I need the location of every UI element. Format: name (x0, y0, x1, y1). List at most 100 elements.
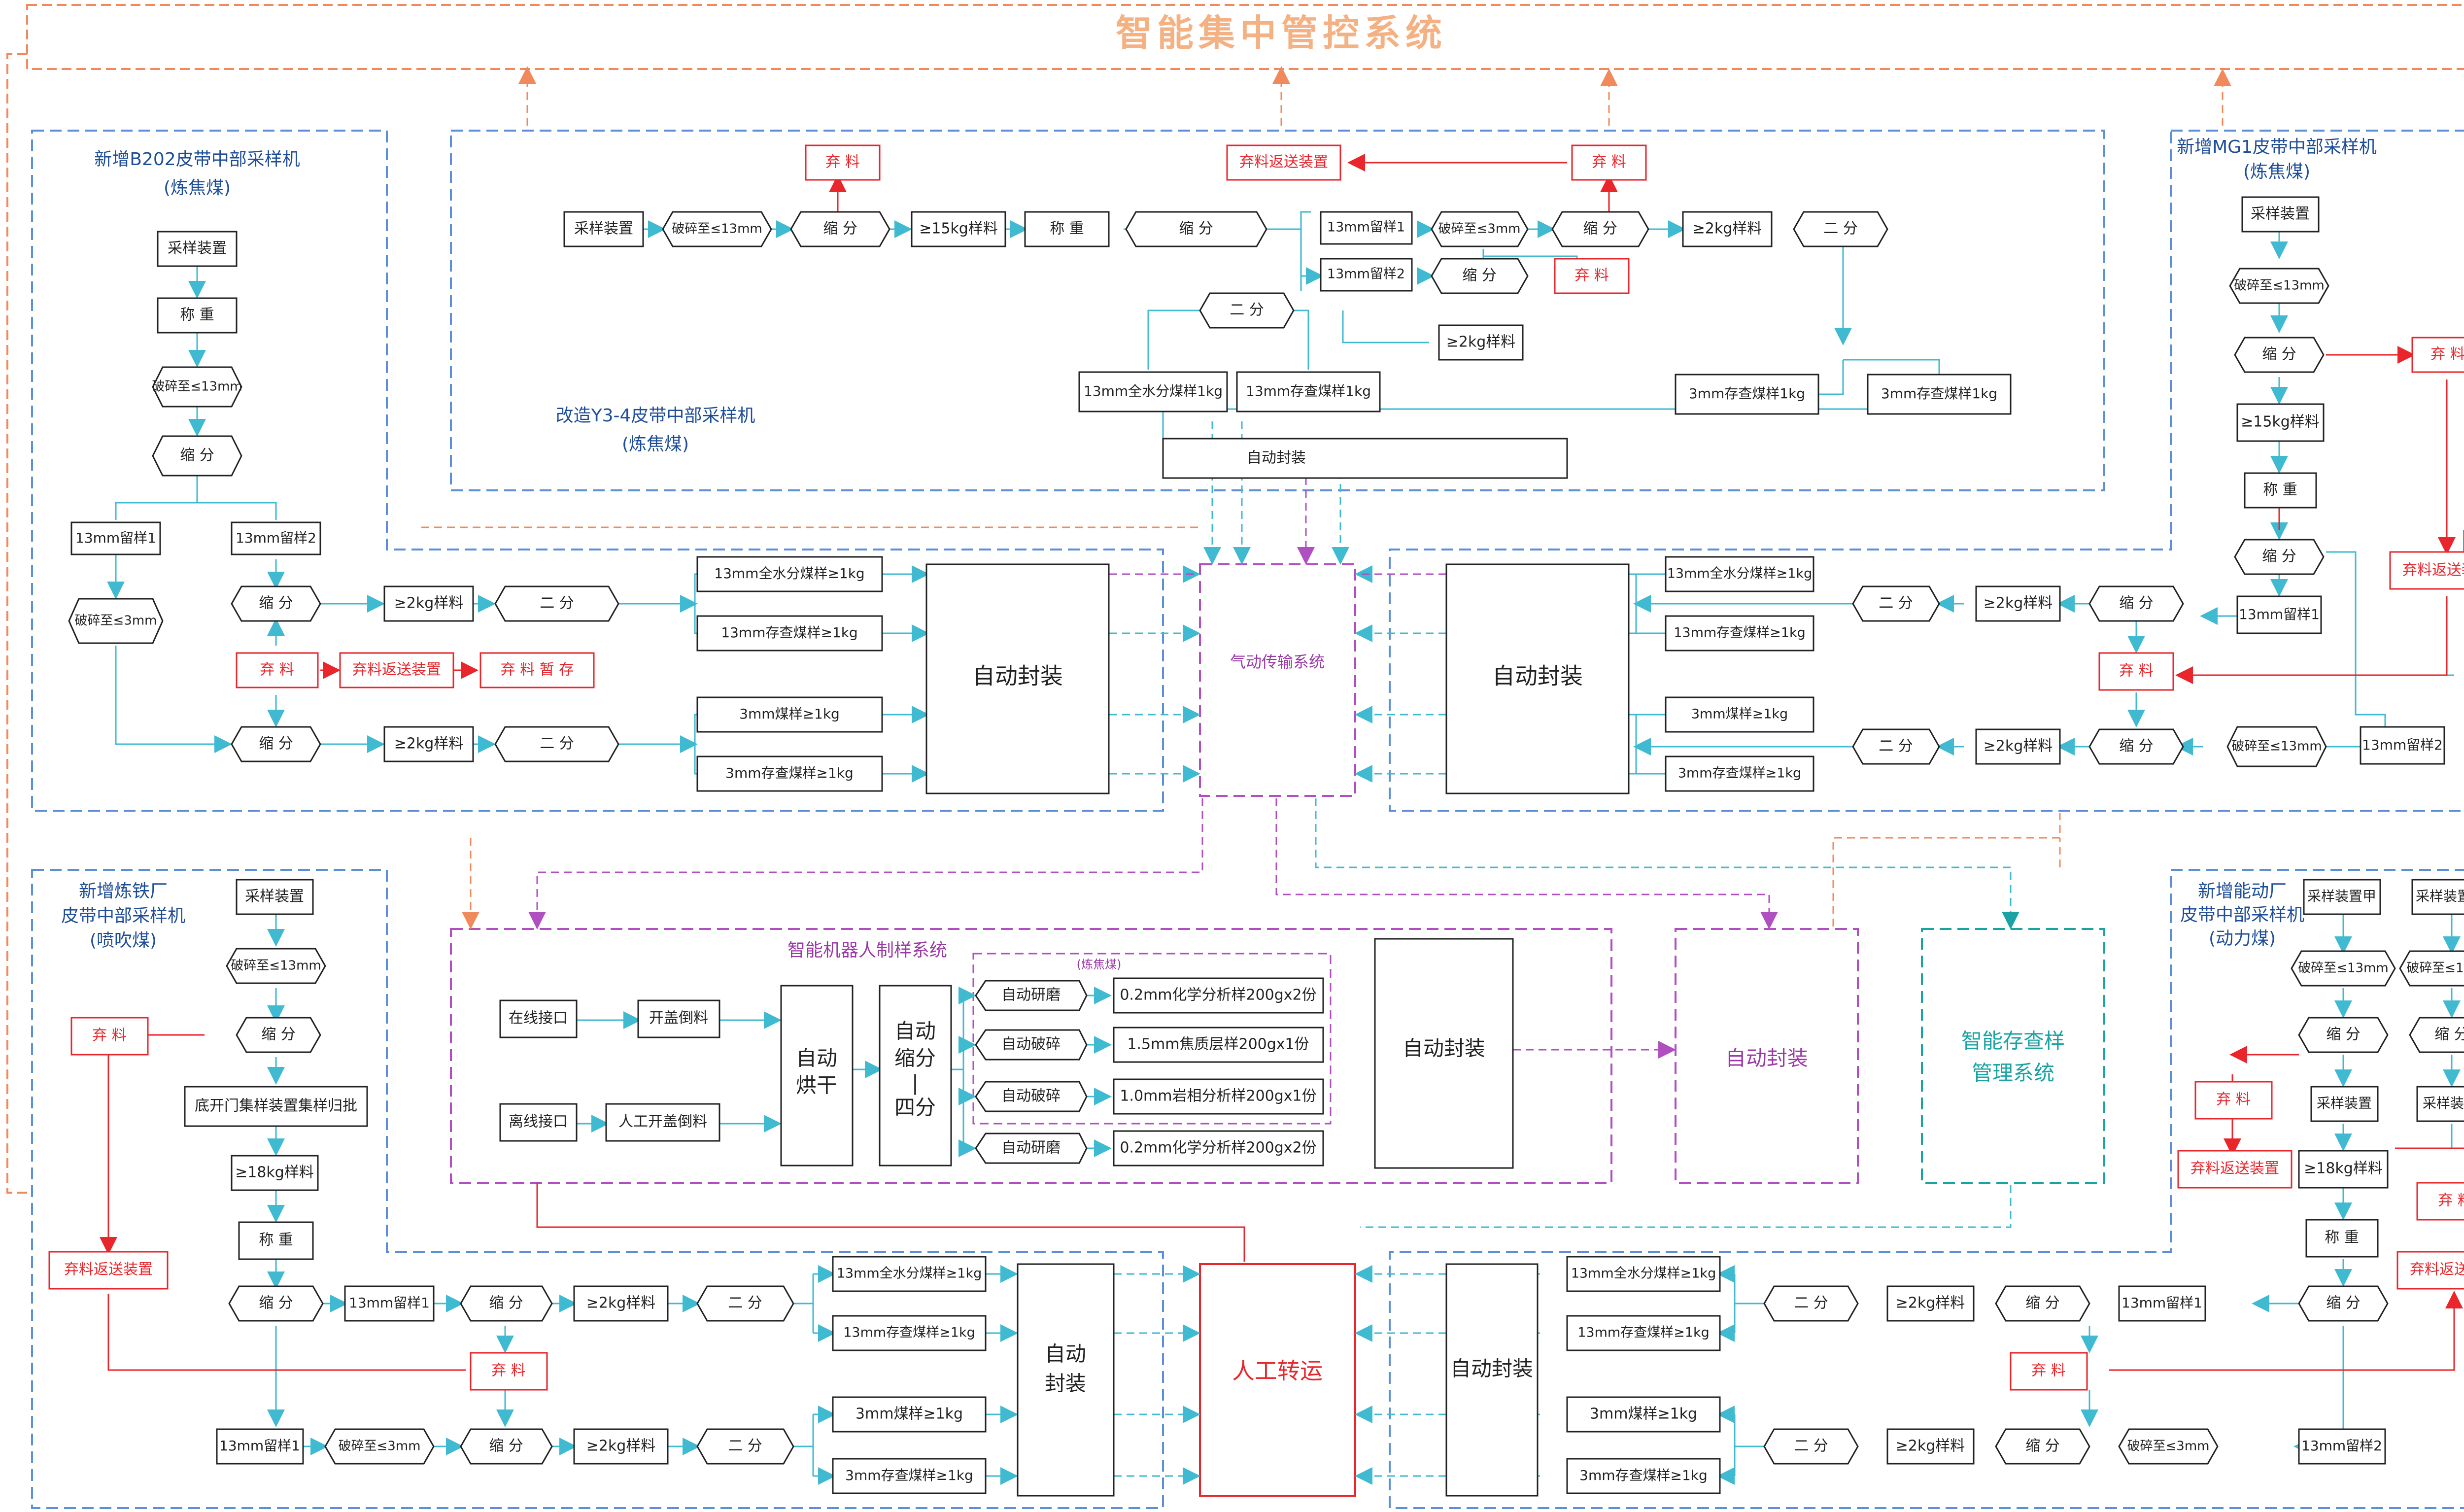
tm-r13-1 (1320, 211, 1413, 245)
br-divide-d (1995, 1285, 2090, 1322)
panel-title-tm-2: (炼焦煤) (622, 434, 689, 454)
br-w13-store (1566, 1315, 1721, 1351)
tl-w3-store (696, 756, 883, 792)
br-w13-store-label: 13mm存查煤样≥1kg (1577, 1325, 1710, 1340)
br-ge2kg-2 (1886, 1428, 1975, 1465)
tm-half-1 (1793, 211, 1888, 247)
tm-w3-store-2 (1867, 374, 2012, 415)
br-discard-return-2 (2396, 1251, 2464, 1290)
panel-title-bl-1: 新增炼铁厂 (79, 881, 168, 901)
panel-title-tl-2: (炼焦煤) (164, 178, 231, 198)
rb-crush-1-label: 自动破碎 (1001, 1036, 1061, 1053)
tr-half-1-label: 二 分 (1879, 595, 1913, 612)
tr-discard-2-label: 弃 料 (2119, 662, 2154, 680)
bl-divide3 (460, 1285, 553, 1322)
br-discard-return-1-label: 弃料返送装置 (2190, 1160, 2279, 1177)
br-divide-e-label: 缩 分 (2025, 1438, 2060, 1455)
bl-auto-seal-label-1: 自动 (1045, 1342, 1086, 1366)
rb-s10 (1113, 1078, 1324, 1115)
tl-crush3 (68, 598, 164, 644)
bl-ge2kg-1 (573, 1285, 669, 1322)
br-ge18kg-label: ≥18kg样料 (2304, 1160, 2383, 1177)
tl-sampler (157, 231, 238, 267)
br-crush13-b-label: 破碎至≤13mm (2406, 961, 2464, 976)
tm-auto-seal (1162, 438, 1568, 479)
br-discard-3 (2010, 1352, 2088, 1391)
tm-crush3 (1431, 211, 1529, 247)
tm-half-2 (1199, 292, 1295, 329)
rb-dry-label-1: 自动 (796, 1046, 837, 1070)
tr-divide4-label: 缩 分 (2119, 738, 2154, 755)
tm-sampler (563, 211, 644, 247)
tm-divide2 (1125, 211, 1267, 247)
panel-title-bl-3: (喷吹煤) (90, 930, 157, 951)
tr-discard-2 (2098, 652, 2174, 691)
rb-s02-2-label: 0.2mm化学分析样200gx2份 (1120, 1139, 1316, 1157)
tl-w13-full (696, 556, 883, 592)
tm-weigh (1024, 211, 1110, 247)
tr-r13-1 (2236, 595, 2322, 634)
tl-divide1 (152, 435, 242, 477)
rb-divide-label-4: 四分 (894, 1096, 936, 1120)
rb-s15-label: 1.5mm焦质层样200gx1份 (1127, 1036, 1309, 1053)
tr-r13-2 (2360, 726, 2445, 765)
br-w3-store-label: 3mm存查煤样≥1kg (1579, 1467, 1708, 1483)
tm-w3-store-1-label: 3mm存查煤样1kg (1689, 385, 1805, 402)
br-ge2kg-1 (1886, 1285, 1975, 1322)
tl-divide3 (231, 726, 321, 762)
br-half-2-label: 二 分 (1794, 1438, 1828, 1455)
bl-divide4-label: 缩 分 (489, 1438, 523, 1455)
bl-discard (70, 1017, 149, 1056)
bl-crush3-label: 破碎至≤3mm (339, 1439, 421, 1454)
br-half-2 (1763, 1428, 1859, 1465)
tr-discard-1 (2411, 337, 2464, 373)
tm-ge2kg-2-label: ≥2kg样料 (1446, 334, 1516, 351)
panel-storage (1921, 928, 2105, 1184)
tm-discard-1-label: 弃 料 (825, 154, 860, 171)
panel-robot (450, 928, 1612, 1184)
br-ge18kg (2298, 1150, 2389, 1189)
rb-s10-label: 1.0mm岩相分析样200gx1份 (1120, 1088, 1316, 1105)
tl-crush3-label: 破碎至≤3mm (75, 614, 157, 628)
rb-s02-1-label: 0.2mm化学分析样200gx2份 (1120, 987, 1316, 1004)
bl-divide4 (460, 1428, 553, 1465)
br-divide-c-label: 缩 分 (2326, 1295, 2361, 1312)
rb-divide-label-1: 自动 (894, 1019, 936, 1043)
rb-offline (499, 1103, 578, 1142)
tr-ge2kg-1 (1975, 585, 2061, 622)
tr-w3-label: 3mm煤样≥1kg (1691, 707, 1788, 722)
boxes (68, 196, 2464, 1497)
panel-title-robot-sub: (炼焦煤) (1077, 958, 1122, 971)
bl-r13-2-label: 13mm留样1 (219, 1438, 300, 1454)
bl-divide1 (236, 1017, 321, 1053)
bl-weigh (238, 1221, 314, 1260)
tr-divide2 (2234, 539, 2325, 575)
bl-w13-full-label: 13mm全水分煤样≥1kg (837, 1266, 982, 1281)
panel-title-robot: 智能机器人制样系统 (787, 940, 947, 961)
tm-ge2kg-1 (1682, 211, 1773, 247)
tl-discard-store (479, 652, 595, 688)
rb-divide-label-2: 缩分 (894, 1046, 936, 1070)
bl-half-1-label: 二 分 (728, 1295, 762, 1312)
tr-ge2kg-1-label: ≥2kg样料 (1984, 595, 2053, 612)
panel-pneumatic (1199, 563, 1356, 797)
bl-w3-label: 3mm煤样≥1kg (856, 1406, 963, 1423)
tm-r13-2 (1320, 258, 1413, 292)
bl-discard-return-label: 弃料返送装置 (64, 1261, 153, 1278)
bl-bottom-sampler (184, 1086, 368, 1127)
br-half-1 (1763, 1285, 1859, 1322)
tm-divide3 (1431, 258, 1529, 294)
rb-grind-1-label: 自动研磨 (1001, 987, 1061, 1004)
bl-w3-store (832, 1458, 987, 1494)
br-sampler-d (2416, 1086, 2464, 1122)
tr-w13-full (1665, 556, 1814, 592)
orange-dashes (421, 66, 2231, 929)
tl-auto-seal-label: 自动封装 (972, 663, 1063, 689)
bl-half-2-label: 二 分 (728, 1438, 762, 1455)
storage-label-1: 智能存查样 (1961, 1029, 2065, 1053)
tm-discard-2-label: 弃 料 (1592, 154, 1626, 171)
panel-title-tl-1: 新增B202皮带中部采样机 (94, 149, 300, 170)
rb-crush-1 (975, 1029, 1088, 1061)
pneumatic-label: 气动传输系统 (1230, 653, 1325, 671)
tr-discard-return-label: 弃料返送装置 (2402, 562, 2464, 579)
